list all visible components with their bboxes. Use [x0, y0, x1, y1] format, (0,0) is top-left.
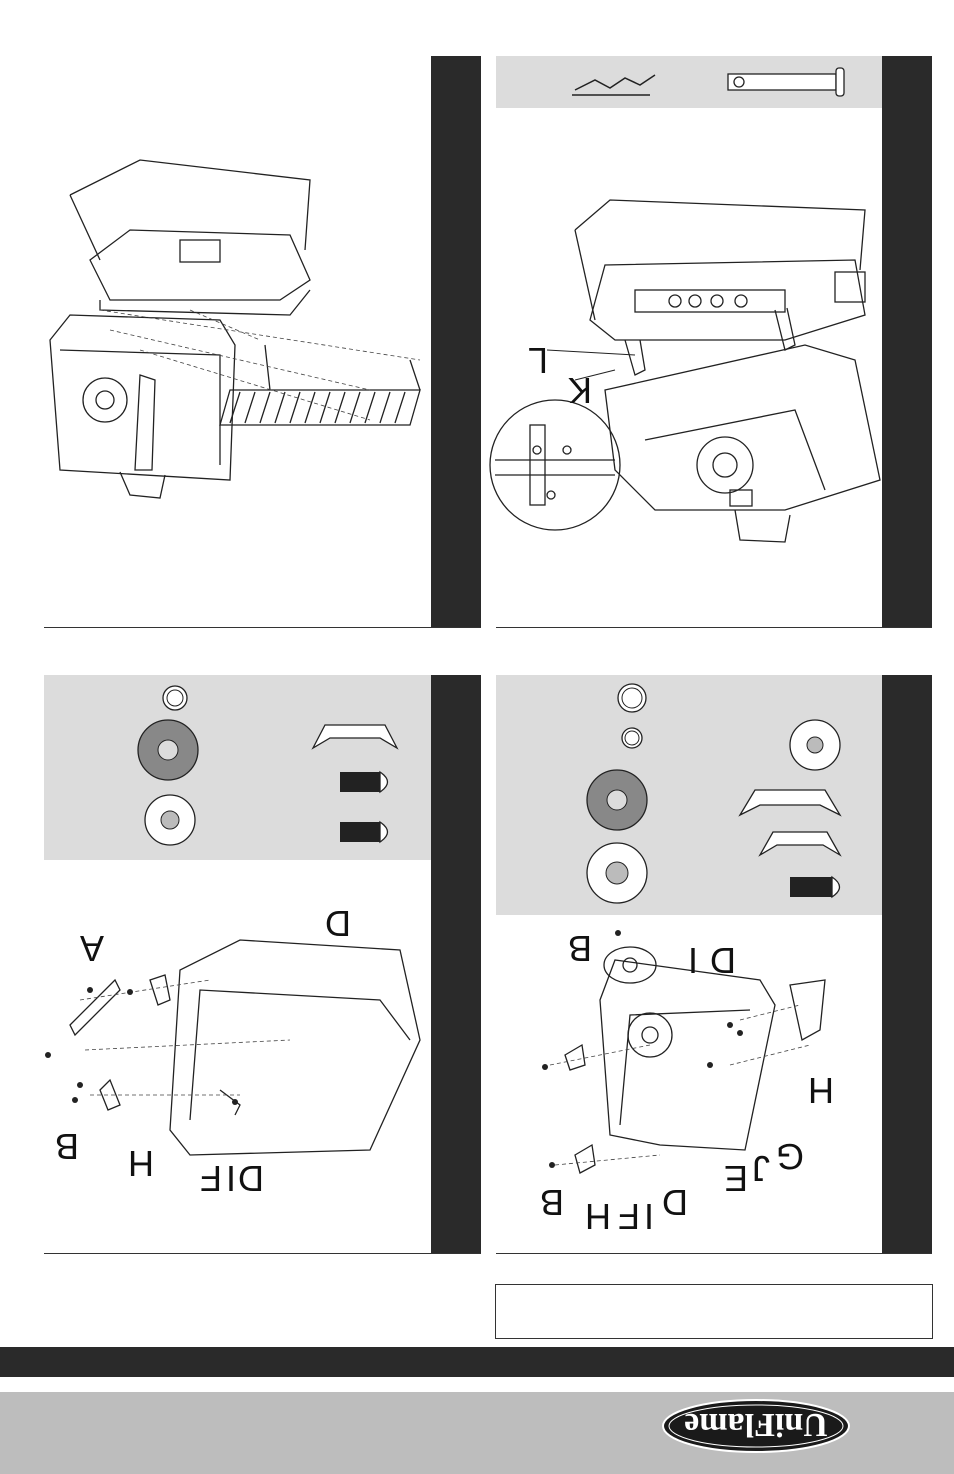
step-side-bar	[431, 56, 481, 628]
part-label-i: I	[688, 942, 698, 978]
part-label-e: E	[724, 1160, 748, 1196]
clevis-pin-icon	[725, 66, 850, 98]
part-label-d: D	[238, 1160, 264, 1196]
part-label-l: L	[528, 342, 548, 378]
note-box	[495, 1284, 933, 1339]
part-label-d: D	[325, 905, 351, 941]
part-label-h: H	[585, 1198, 611, 1234]
part-label-a: A	[80, 930, 104, 966]
part-label-b: B	[568, 930, 592, 966]
panel-divider	[496, 1253, 932, 1254]
step-side-bar	[431, 675, 481, 1253]
part-label-i: I	[644, 1198, 654, 1234]
washer-set-icons	[130, 680, 220, 855]
part-label-d: D	[710, 942, 736, 978]
panel-divider	[496, 627, 932, 628]
part-label-h: H	[808, 1072, 834, 1108]
footer-dark-band	[0, 1347, 954, 1377]
bracket-and-bolt-icons	[735, 715, 855, 905]
part-label-h: H	[128, 1145, 154, 1181]
part-label-f: F	[618, 1198, 640, 1234]
part-label-k: K	[568, 372, 592, 408]
panel-divider	[44, 1253, 481, 1254]
part-label-d: D	[662, 1184, 688, 1220]
part-label-i: I	[226, 1160, 236, 1196]
part-label-j: J	[752, 1150, 770, 1186]
grill-assembly-drawing	[40, 150, 430, 520]
hitch-pin-icon	[570, 70, 660, 100]
logo-wordmark: UniFlame	[684, 1406, 828, 1443]
step-side-bar	[882, 56, 932, 628]
part-label-f: F	[200, 1160, 222, 1196]
washer-set-icons	[580, 680, 670, 905]
lid-hinge-drawing	[495, 190, 885, 550]
step-side-bar	[882, 675, 932, 1253]
bracket-and-bolt-icons	[310, 700, 400, 860]
uniflame-logo: UniFlame	[660, 1398, 852, 1454]
part-label-b: B	[55, 1128, 79, 1164]
panel-divider	[44, 627, 481, 628]
part-label-b: B	[540, 1184, 564, 1220]
part-label-g: G	[776, 1138, 804, 1174]
